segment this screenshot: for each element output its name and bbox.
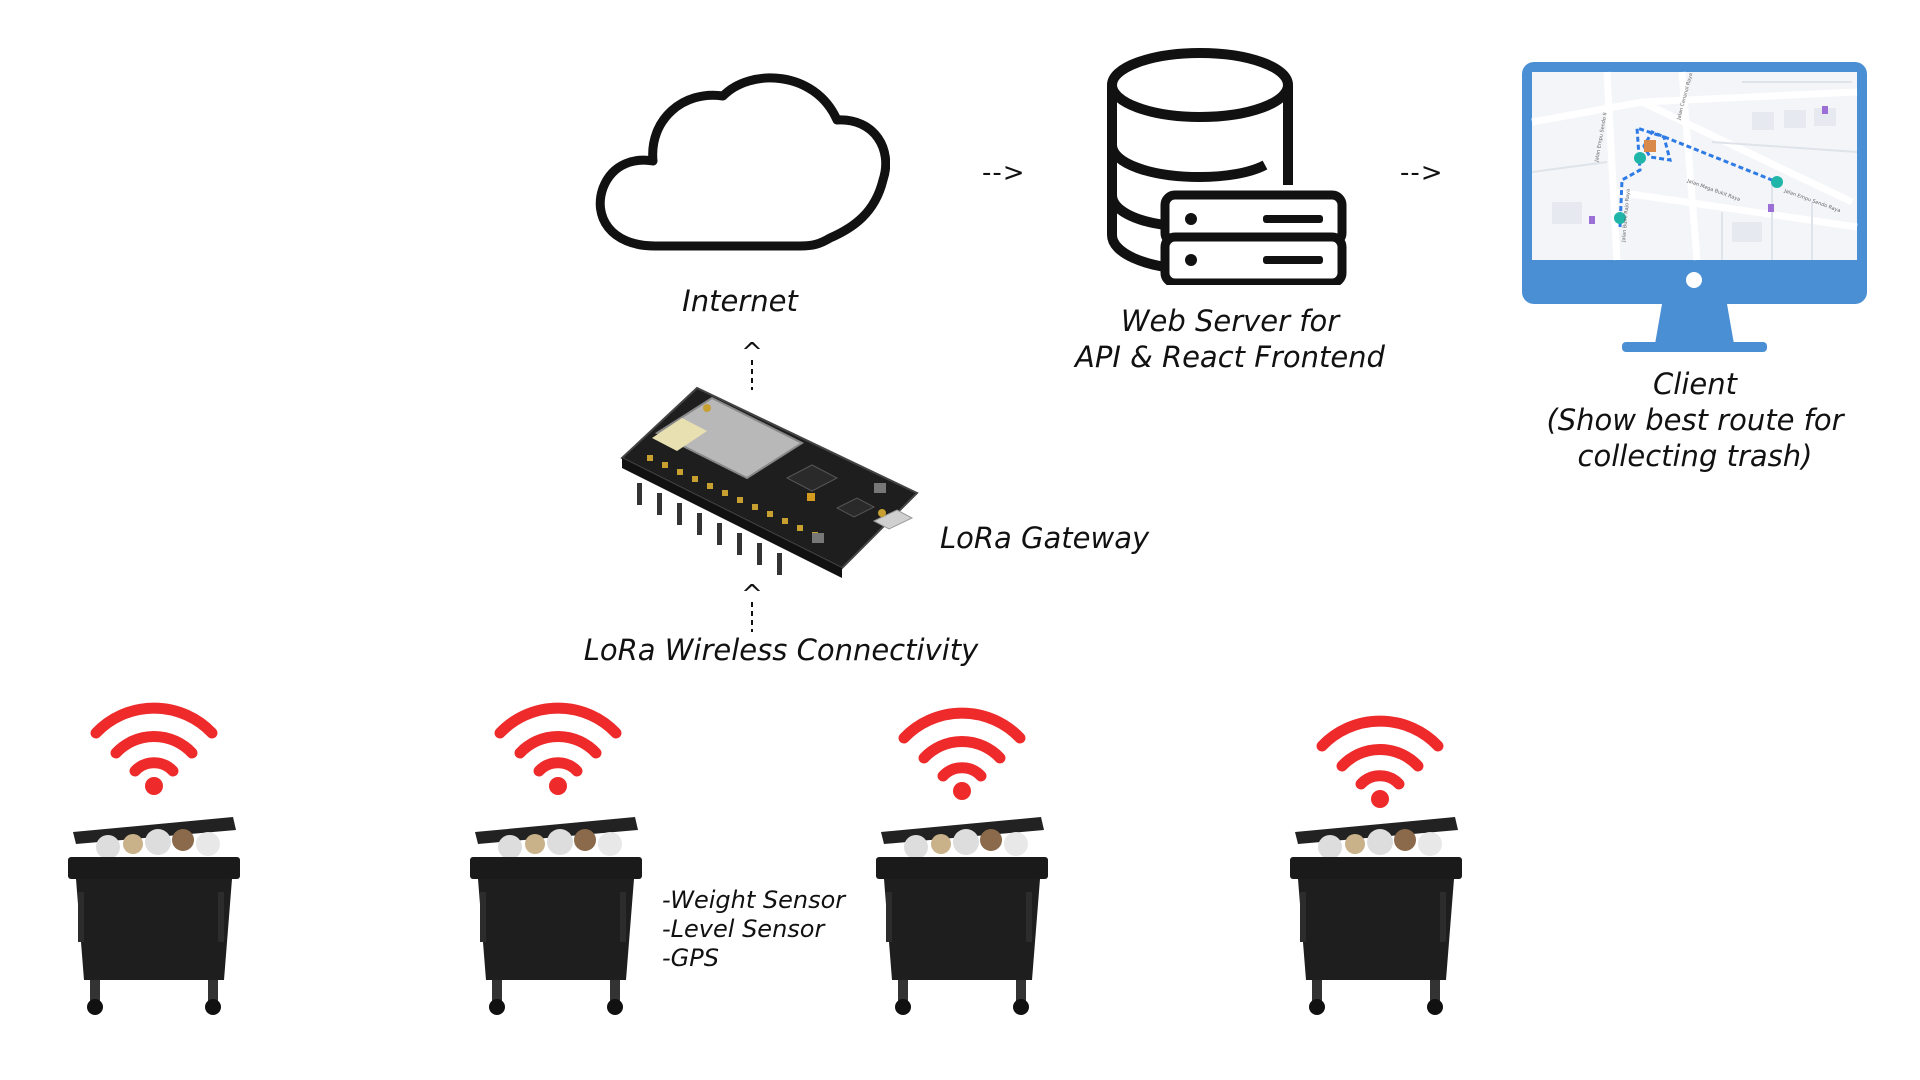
monitor-map-icon: Jalan Empu Sendo II Jalan Cenanol Raya J… <box>1522 62 1867 352</box>
client-label: Client (Show best route for collecting t… <box>1500 366 1890 474</box>
web-server-line1: Web Server for <box>1120 304 1340 338</box>
trash-bin <box>68 812 243 1022</box>
connectivity-label: LoRa Wireless Connectivity <box>583 633 979 667</box>
database-server-icon <box>1105 45 1350 285</box>
trash-bin <box>1290 812 1465 1022</box>
cloud-icon <box>585 68 890 253</box>
street-label-4: Jalan Bumi Rajo Raya <box>1621 189 1632 243</box>
power-button-icon <box>1686 272 1702 288</box>
client-line2: (Show best route for <box>1546 403 1844 437</box>
wifi-icon <box>492 698 624 795</box>
arrow-connectivity-to-gateway: ^ <box>741 580 763 632</box>
client-line3: collecting trash) <box>1577 439 1813 473</box>
web-server-label: Web Server for API & React Frontend <box>1030 303 1430 375</box>
gateway-label: LoRa Gateway <box>940 521 1150 555</box>
sensor-item: -Level Sensor <box>662 915 825 943</box>
esp8266-board-icon <box>612 383 927 598</box>
wifi-icon <box>1314 711 1446 808</box>
route-marker-1 <box>1614 212 1626 224</box>
client-line1: Client <box>1653 367 1737 401</box>
internet-label: Internet <box>682 284 798 318</box>
route-marker-2 <box>1771 176 1783 188</box>
sensor-item: -GPS <box>662 944 719 972</box>
trash-bin <box>876 812 1051 1022</box>
trash-bin <box>470 812 645 1022</box>
sensor-item: -Weight Sensor <box>662 886 846 914</box>
wifi-icon <box>896 703 1028 800</box>
arrow-internet-to-server: --> <box>982 158 1026 188</box>
arrow-server-to-client: --> <box>1400 158 1444 188</box>
wifi-icon <box>88 698 220 795</box>
route-marker-3 <box>1634 152 1646 164</box>
web-server-line2: API & React Frontend <box>1075 340 1385 374</box>
sensor-list: -Weight Sensor -Level Sensor -GPS <box>662 886 845 973</box>
arrow-gateway-to-internet: ^ <box>741 338 763 390</box>
truck-icon <box>1644 140 1656 152</box>
